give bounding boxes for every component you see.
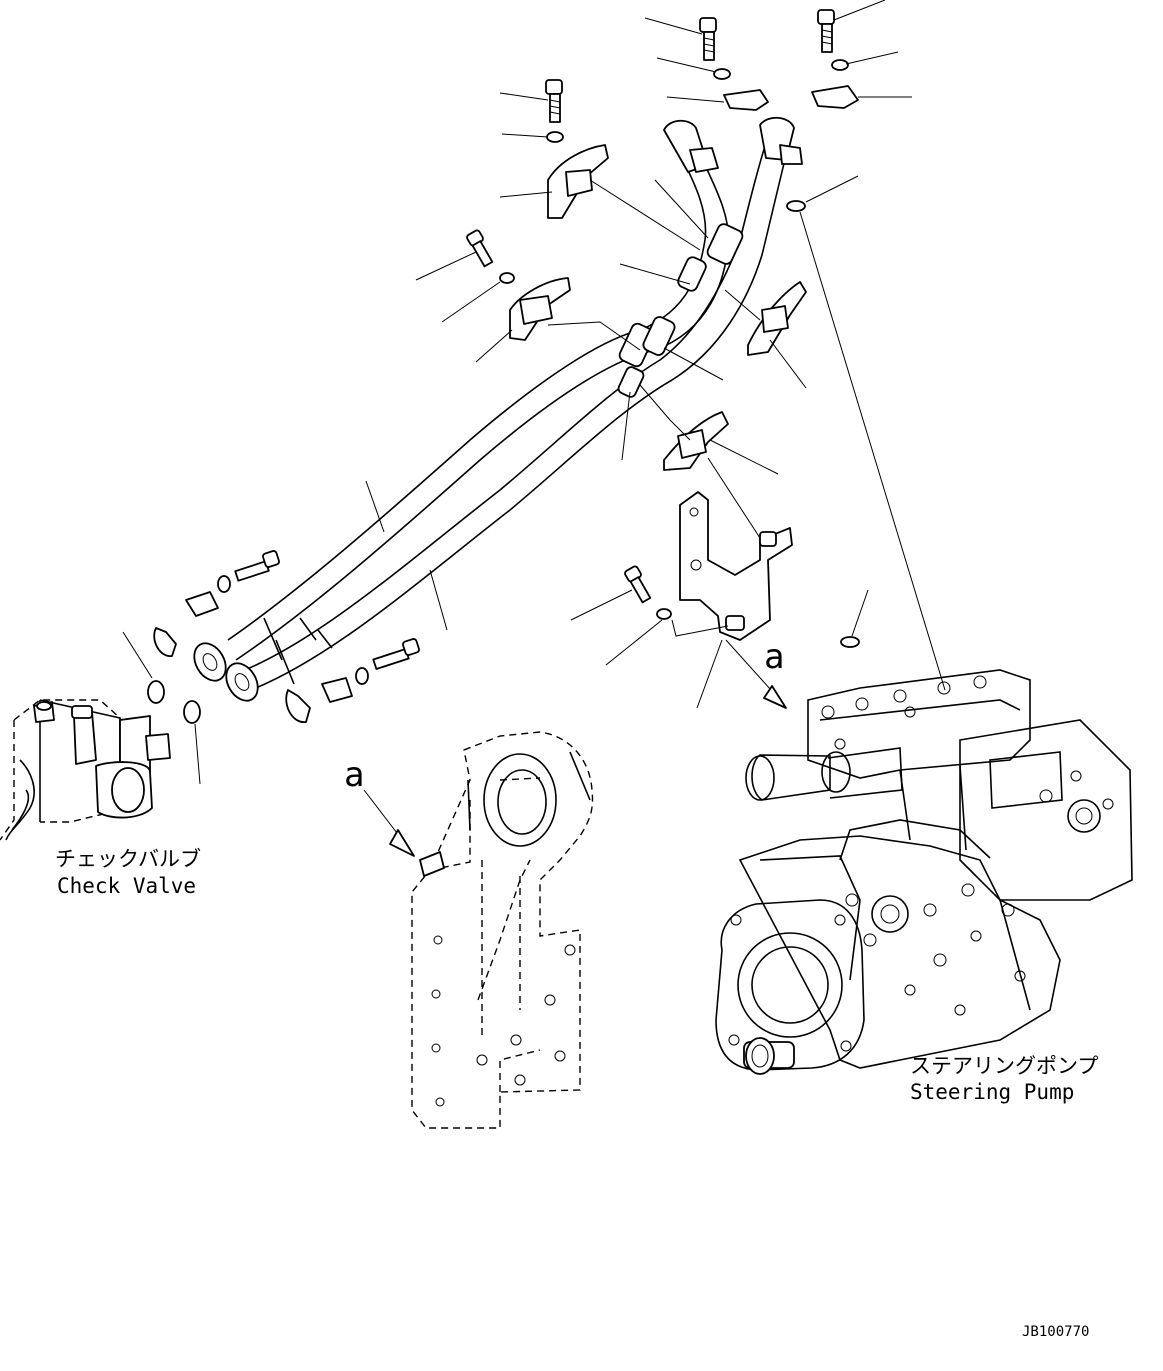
check-valve-label-en: Check Valve xyxy=(57,874,196,898)
clamp-icon xyxy=(185,591,219,617)
bracket-bolt-head xyxy=(759,531,777,547)
detail-arrow-upper xyxy=(763,685,787,709)
clamp-icon xyxy=(811,85,859,109)
washer-icon xyxy=(546,131,564,143)
hardware-top xyxy=(466,9,860,648)
clamp-icon xyxy=(153,627,177,657)
hardware-hose-ends xyxy=(147,550,420,724)
bracket-clip-1 xyxy=(565,169,593,197)
check-valve xyxy=(0,699,171,841)
washer-icon xyxy=(355,667,369,685)
bracket-clip-2 xyxy=(519,295,553,325)
detail-arrow-lower xyxy=(389,829,415,857)
hose-clamp-band-5 xyxy=(617,366,645,398)
drawing-number: JB100770 xyxy=(1022,1324,1089,1340)
washer-icon xyxy=(831,59,849,71)
hose-clamp-band-4 xyxy=(706,223,744,265)
steering-pump-label-en: Steering Pump xyxy=(910,1080,1074,1104)
hose-end-fitting-lower xyxy=(225,662,259,702)
o-ring-icon xyxy=(840,636,860,648)
bracket-clamp xyxy=(725,615,745,631)
mounting-bracket-detail xyxy=(411,731,594,1129)
bolt-icon xyxy=(234,550,280,582)
clamp-icon xyxy=(285,689,311,723)
hose-assembly xyxy=(193,116,803,702)
clamp-icon xyxy=(321,677,353,703)
washer-icon xyxy=(499,272,515,284)
bracket-clip-3 xyxy=(761,305,789,333)
o-ring-icon xyxy=(786,200,806,212)
washer-icon xyxy=(713,68,731,80)
clamp-icon xyxy=(723,89,769,111)
hose-elbow-clip-left xyxy=(689,147,719,173)
bracket-clip-4 xyxy=(677,429,707,459)
bolt-icon xyxy=(545,79,563,123)
detail-marker-a-lower: a xyxy=(344,755,364,795)
hose-clamp-band-3 xyxy=(677,256,707,292)
check-valve-label-jp: チェックバルブ xyxy=(55,847,201,871)
main-support-bracket xyxy=(679,491,793,641)
hose-elbow-clip-right xyxy=(779,144,803,165)
o-ring-icon xyxy=(183,700,201,724)
o-ring-icon xyxy=(147,680,165,704)
hose-end-fitting-upper xyxy=(193,642,227,682)
bolt-icon xyxy=(817,9,835,53)
bolt-icon xyxy=(372,638,420,670)
washer-icon xyxy=(656,608,672,620)
washer-icon xyxy=(217,575,231,593)
bolt-icon xyxy=(466,229,494,268)
leader-lines xyxy=(122,0,946,857)
bolt-icon xyxy=(624,565,652,604)
detail-marker-a-upper: a xyxy=(764,637,784,677)
bolt-icon xyxy=(699,17,717,61)
steering-pump-label-jp: ステアリングポンプ xyxy=(910,1054,1098,1078)
hose-clamp-band-2 xyxy=(642,316,676,356)
steering-pump xyxy=(715,669,1133,1075)
